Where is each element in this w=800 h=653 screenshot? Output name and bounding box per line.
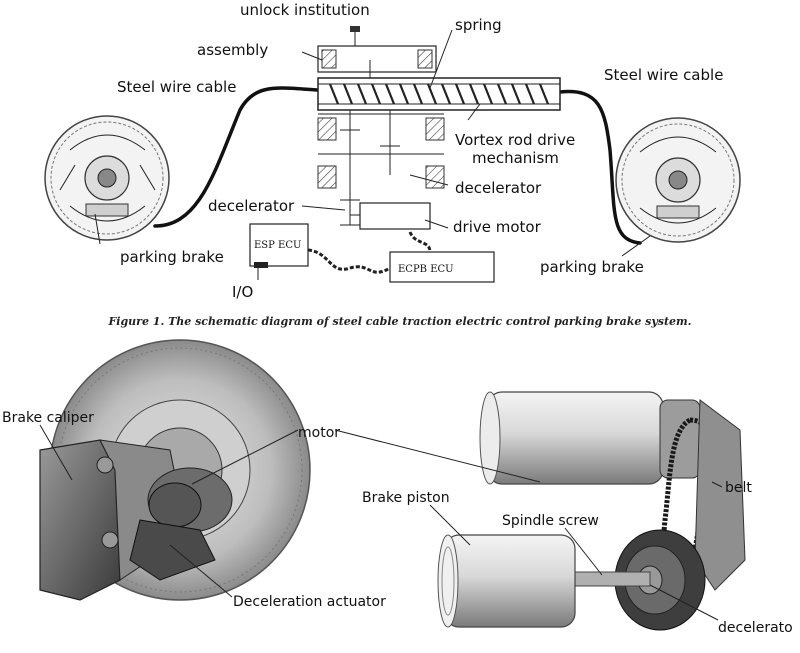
left-brake-drum: [44, 115, 170, 241]
ecpb-ecu-label: ECPB ECU: [398, 264, 454, 275]
right-brake-drum: [615, 117, 741, 243]
label-steel-cable-right: Steel wire cable: [604, 66, 723, 84]
label-unlock-institution: unlock institution: [240, 1, 370, 19]
ecpb-ecu-box: [389, 251, 495, 283]
assembly-housing: [317, 45, 437, 73]
label-io: I/O: [232, 283, 253, 301]
label-assembly: assembly: [197, 41, 268, 59]
bottom-left-leader-lines: [39, 424, 299, 598]
esp-ecu-label: ESP ECU: [254, 240, 301, 251]
label-steel-cable-left: Steel wire cable: [117, 78, 236, 96]
actuator-motor: [487, 391, 664, 485]
actuator-illustration: belt Brake piston Spindle screw decelera…: [334, 391, 793, 636]
label-brake-piston: Brake piston: [362, 490, 450, 506]
label-decelerator-left: decelerator: [208, 197, 295, 215]
bottom-right-leader-lines: [334, 429, 723, 621]
label-decelerator-bottom: decelerato: [718, 620, 793, 636]
disc-brake-illustration: Brake caliper motor Deceleration actuato…: [2, 339, 386, 610]
brake-piston: [444, 534, 576, 628]
top-leader-lines: [94, 29, 651, 280]
right-steel-cable: [558, 89, 642, 245]
label-spring: spring: [455, 16, 502, 34]
spindle-screw: [569, 571, 651, 587]
left-steel-cable: [153, 86, 320, 228]
drive-motor-box: [359, 202, 431, 230]
figure-caption: Figure 1. The schematic diagram of steel…: [107, 315, 691, 328]
label-motor: motor: [298, 425, 340, 441]
label-decelerator-right: decelerator: [455, 179, 542, 197]
label-parking-brake-left: parking brake: [120, 248, 224, 266]
spring-coils: [328, 83, 550, 105]
label-belt: belt: [725, 480, 752, 496]
wiring-harness: [307, 248, 391, 274]
top-schematic: ESP ECU ECPB ECU unlock institution asse…: [44, 1, 741, 328]
label-mechanism: mechanism: [472, 149, 559, 167]
esp-ecu-box: [249, 223, 309, 267]
vortex-rod-tube: [317, 77, 561, 111]
label-parking-brake-right: parking brake: [540, 258, 644, 276]
label-deceleration-actuator: Deceleration actuator: [233, 594, 386, 610]
label-brake-caliper: Brake caliper: [2, 410, 94, 426]
label-drive-motor: drive motor: [453, 218, 542, 236]
label-vortex-rod: Vortex rod drive: [455, 131, 575, 149]
label-spindle-screw: Spindle screw: [502, 513, 599, 529]
